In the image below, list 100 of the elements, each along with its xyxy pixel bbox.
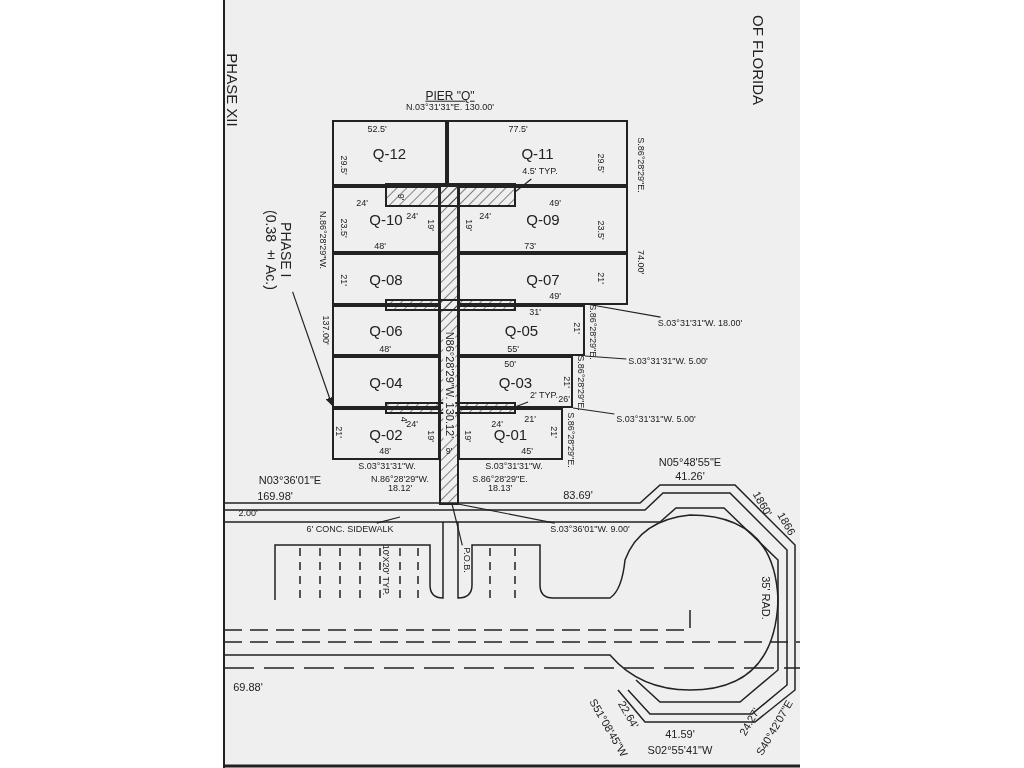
dimension-label: 52.5': [367, 125, 387, 135]
leader-line: [451, 503, 463, 546]
dimension-label: 74.00': [635, 249, 645, 275]
leader-line: [584, 355, 627, 360]
slip-number: Q-12: [372, 144, 407, 162]
dimension-label: 19': [463, 219, 473, 231]
dimension-label: 21': [524, 415, 536, 425]
leader-line: [514, 178, 532, 193]
dimension-label: N.86°28'29"W.: [317, 211, 327, 269]
slip-number: Q-07: [526, 270, 560, 288]
callout-text: (0.38 ± Ac.): [262, 210, 278, 290]
dimension-label: 9': [445, 447, 453, 457]
boat-slip: [458, 305, 585, 356]
dimension-label: 41.59': [665, 729, 695, 741]
dimension-label: 23.5': [338, 218, 348, 238]
dimension-label: N05°48'55"E: [658, 457, 722, 469]
dimension-label: 21': [333, 426, 343, 438]
dimension-label: 69.88': [233, 682, 263, 694]
boat-slip: [332, 253, 440, 305]
dimension-label: 137.00': [320, 315, 330, 345]
dimension-label: 19': [425, 430, 435, 442]
leader-line: [376, 516, 401, 524]
dimension-label: 19': [462, 430, 472, 442]
dimension-label: 29.5': [338, 155, 348, 175]
callout-text: 4.5' TYP.: [522, 167, 558, 177]
dimension-label: 23.5': [595, 220, 605, 240]
dimension-label: S.86°28'29"E. 18.13': [471, 474, 529, 494]
dimension-label: S.03°31'31"W.: [358, 462, 416, 472]
dimension-label: 24': [356, 199, 368, 209]
callout-text: S.03°31'31"W. 5.00': [616, 415, 696, 425]
dimension-label: 41.26': [675, 471, 705, 483]
callout-text: S.03°31'31"W. 5.00': [628, 357, 708, 367]
boat-slip: [447, 120, 628, 186]
boat-slip: [332, 186, 440, 253]
dimension-label: 24': [491, 420, 503, 430]
dimension-label: 29.5': [595, 153, 605, 173]
dimension-label: S.86°28'29"E.: [587, 304, 597, 360]
dimension-label: PHASE XII: [224, 53, 240, 127]
dimension-label: 10'X20' TYP.: [380, 544, 390, 596]
dimension-label: 21': [548, 426, 558, 438]
dimension-label: 48': [379, 447, 391, 457]
dimension-label: 21': [561, 376, 571, 388]
dimension-label: 48': [379, 345, 391, 355]
slip-number: Q-10: [369, 211, 403, 228]
dimension-label: 26': [558, 395, 570, 405]
slip-number: Q-09: [526, 211, 560, 228]
dimension-label: 35' RAD.: [759, 576, 771, 620]
dimension-label: N86°28'29"W. 130.12': [443, 331, 455, 439]
boat-slip: [458, 408, 563, 460]
boat-slip: [458, 186, 628, 253]
boat-slip: [332, 120, 447, 186]
leader-line: [457, 503, 556, 524]
dimension-label: 21': [338, 274, 348, 286]
callout-text: S.03°31'31"W. 18.00': [657, 319, 743, 329]
dimension-label: 77.5': [508, 125, 528, 135]
callout-text: S.03°36'01"W. 9.00': [550, 525, 630, 535]
dimension-label: 48': [374, 242, 386, 252]
dimension-label: 21': [595, 272, 605, 284]
slip-number: Q-04: [369, 373, 403, 391]
boat-slip: [332, 305, 440, 356]
slip-number: Q-03: [498, 373, 533, 391]
dimension-label: 24': [406, 212, 418, 222]
leader-line: [591, 304, 662, 318]
leader-line: [514, 401, 529, 408]
dimension-label: 19': [425, 219, 435, 231]
leader-line: [292, 291, 334, 406]
callout-text: 2' TYP.: [530, 391, 558, 401]
dimension-label: OF FLORIDA: [750, 15, 766, 105]
slip-number: Q-11: [521, 144, 554, 162]
dimension-label: 83.69': [563, 490, 593, 502]
callout-text: P.O.B.: [461, 547, 471, 573]
dimension-label: 73': [524, 242, 536, 252]
dimension-label: 2.00': [238, 509, 258, 519]
dimension-label: 169.98': [257, 491, 293, 503]
dimension-label: N.03°31'31"E. 130.00': [406, 103, 494, 113]
dimension-label: 31': [529, 308, 541, 318]
dimension-label: 55': [507, 345, 519, 355]
plat-title: PIER "Q": [425, 89, 475, 103]
dimension-label: 49': [549, 292, 561, 302]
dimension-label: S02°55'41"W: [647, 745, 713, 757]
dimension-label: 50': [504, 360, 516, 370]
dimension-label: 49': [549, 199, 561, 209]
dimension-label: S.03°31'31"W.: [485, 462, 543, 472]
dimension-label: 21': [571, 322, 581, 334]
callout-text: PHASE I: [278, 221, 294, 280]
dimension-label: 9': [395, 193, 405, 201]
boat-slip: [332, 356, 440, 408]
dimension-label: 45': [521, 447, 533, 457]
slip-number: Q-02: [369, 425, 403, 443]
slip-number: Q-05: [504, 322, 539, 339]
slip-number: Q-06: [369, 322, 403, 339]
dimension-label: N03°36'01"E: [258, 475, 322, 487]
dimension-label: 4': [398, 416, 408, 424]
leader-line: [572, 407, 615, 415]
dimension-label: 24': [479, 212, 491, 222]
boat-slip: [458, 253, 628, 305]
boat-slip: [458, 356, 573, 408]
dimension-label: 24': [406, 420, 418, 430]
dimension-label: N.86°28'29"W. 18.12': [369, 474, 430, 494]
dimension-label: S.86°28'29"E.: [565, 412, 575, 468]
